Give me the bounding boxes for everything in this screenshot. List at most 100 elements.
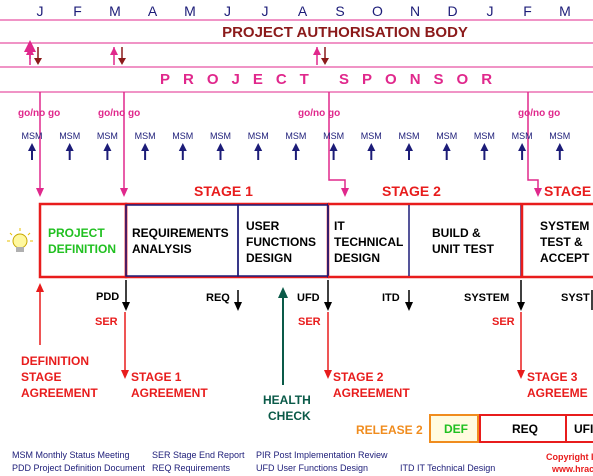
msm-arrowhead (65, 143, 74, 151)
msm-arrowhead (141, 143, 150, 151)
user-functions-box-line: USER (246, 219, 280, 233)
definition-box-line: PROJECT (48, 226, 105, 240)
stage1-agreement-line: STAGE 1 (131, 370, 182, 384)
authorisation-arrows (24, 40, 329, 65)
gonogo-label: go/no go (298, 108, 340, 119)
stage-2-label: STAGE 2 (382, 183, 441, 199)
ser-label: SER (298, 316, 321, 328)
stage-3-label: STAGE (544, 183, 591, 199)
authorisation-body-title: PROJECT AUTHORISATION BODY (222, 24, 468, 41)
legend-item: REQ Requirements (152, 463, 231, 473)
gonogo-label: go/no go (98, 108, 140, 119)
stage-1-label: STAGE 1 (194, 183, 253, 199)
legend-item: MSM Monthly Status Meeting (12, 450, 130, 460)
month-label: J (487, 3, 494, 19)
doc-pdd: PDD (96, 291, 119, 303)
doc-syst: SYST (561, 292, 590, 304)
stage1-agreement-line: AGREEMENT (131, 386, 208, 400)
month-label: A (298, 3, 308, 19)
definition-agreement-line: STAGE (21, 370, 61, 384)
msm-label: MSM (97, 131, 118, 141)
copyright-line: www.hrac (551, 464, 593, 474)
month-label: N (410, 3, 420, 19)
month-label: F (523, 3, 532, 19)
gonogo-label: go/no go (18, 108, 60, 119)
msm-arrowhead (103, 143, 112, 151)
legend-item: PIR Post Implementation Review (256, 450, 388, 460)
month-label: S (335, 3, 344, 19)
month-label: M (109, 3, 121, 19)
definition-box-line: DEFINITION (48, 242, 116, 256)
msm-label: MSM (323, 131, 344, 141)
doc-system: SYSTEM (464, 292, 509, 304)
msm-label: MSM (285, 131, 306, 141)
release-def: DEF (444, 422, 468, 436)
it-technical-box-line: IT (334, 219, 345, 233)
definition-agreement-line: DEFINITION (21, 354, 89, 368)
agreement-arrows (36, 283, 525, 379)
requirements-box-line: ANALYSIS (132, 242, 192, 256)
month-label: M (184, 3, 196, 19)
msm-label: MSM (361, 131, 382, 141)
stage3-agreement-line: STAGE 3 (527, 370, 578, 384)
build-box-line: BUILD & (432, 226, 481, 240)
lightbulb-icon (7, 228, 33, 252)
it-technical-box-line: TECHNICAL (334, 235, 403, 249)
msm-arrowhead (555, 143, 564, 151)
msm-arrowhead (28, 143, 36, 151)
msm-label: MSM (399, 131, 420, 141)
release-req: REQ (512, 422, 538, 436)
requirements-box-line: REQUIREMENTS (132, 226, 229, 240)
gonogo-connectors (36, 92, 542, 197)
legend-item: SER Stage End Report (152, 450, 245, 460)
system-box-line: TEST & (540, 235, 583, 249)
stage2-agreement-line: AGREEMENT (333, 386, 410, 400)
copyright-line: Copyright I (546, 452, 593, 462)
msm-arrowhead (254, 143, 263, 151)
doc-itd: ITD (382, 292, 400, 304)
stage-boxes (38, 202, 593, 279)
health-check-line: CHECK (268, 409, 311, 423)
month-label: J (262, 3, 269, 19)
month-label: J (224, 3, 231, 19)
msm-arrowhead (518, 143, 527, 151)
msm-arrowhead (405, 143, 413, 151)
gonogo-label: go/no go (518, 108, 560, 119)
month-label: J (37, 3, 44, 19)
it-technical-box-line: DESIGN (334, 251, 380, 265)
stage2-agreement-line: STAGE 2 (333, 370, 384, 384)
msm-label: MSM (172, 131, 193, 141)
msm-label: MSM (474, 131, 495, 141)
ser-label: SER (492, 316, 515, 328)
msm-arrowhead (216, 143, 225, 151)
ser-label: SER (95, 316, 118, 328)
release-label: RELEASE 2 (356, 423, 423, 437)
health-check-line: HEALTH (263, 393, 311, 407)
msm-label: MSM (59, 131, 80, 141)
month-label: O (372, 3, 383, 19)
user-functions-box-line: DESIGN (246, 251, 292, 265)
msm-arrowhead (480, 143, 489, 151)
msm-arrowhead (367, 143, 376, 151)
msm-arrowhead (178, 143, 187, 151)
msm-arrowhead (291, 143, 300, 151)
legend-item: UFD User Functions Design (256, 463, 368, 473)
definition-agreement-line: AGREEMENT (21, 386, 98, 400)
msm-label: MSM (549, 131, 570, 141)
doc-ufd: UFD (297, 292, 320, 304)
project-sponsor-title: PROJECT SPONSOR (160, 71, 505, 88)
legend-item: ITD IT Technical Design (400, 463, 495, 473)
health-check-arrow (278, 287, 288, 385)
system-box-line: ACCEPT (540, 251, 590, 265)
build-box-line: UNIT TEST (432, 242, 495, 256)
system-box-line: SYSTEM (540, 219, 589, 233)
release-boxes (429, 414, 593, 443)
msm-label: MSM (135, 131, 156, 141)
msm-arrowhead (329, 143, 338, 151)
month-label: D (447, 3, 457, 19)
legend-item: PDD Project Definition Document (12, 463, 146, 473)
month-label: F (73, 3, 82, 19)
